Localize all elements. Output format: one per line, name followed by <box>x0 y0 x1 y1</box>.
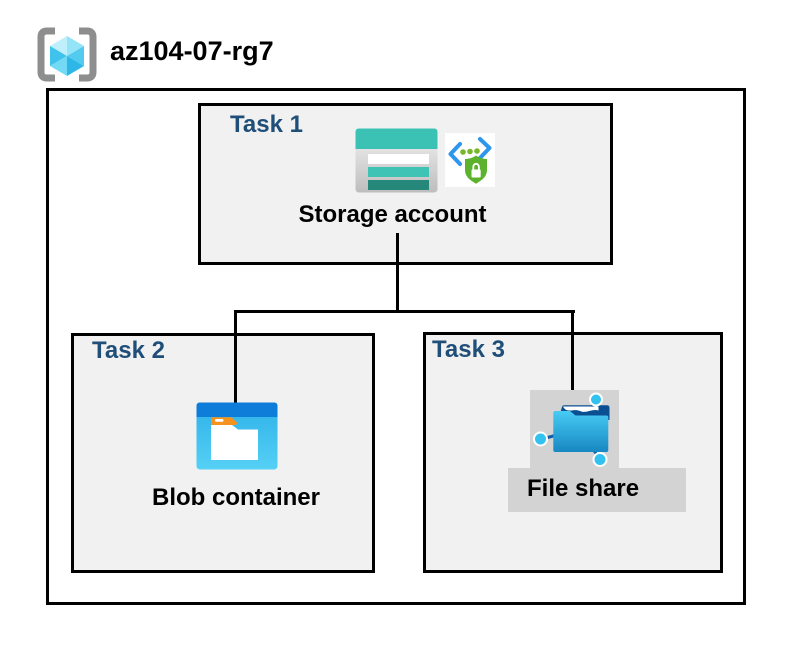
connector-horizontal <box>234 310 575 313</box>
shared-access-signature-icon <box>445 133 495 187</box>
resource-group-name: az104-07-rg7 <box>110 36 274 66</box>
connector-to-file-share <box>571 310 574 392</box>
storage-account-icon <box>355 128 438 193</box>
blob-container-label: Blob container <box>151 484 320 511</box>
task3-label: Task 3 <box>432 336 505 363</box>
file-share-icon <box>533 392 610 467</box>
file-share-label: File share <box>527 475 640 502</box>
connector-storage-stem <box>396 233 399 313</box>
task2-label: Task 2 <box>92 337 165 364</box>
task1-label: Task 1 <box>230 111 303 138</box>
connector-to-blob-container <box>234 310 237 404</box>
storage-account-label: Storage account <box>298 201 487 228</box>
blob-container-icon <box>196 402 278 470</box>
resource-group-icon <box>37 27 97 82</box>
file-share-label-backdrop <box>508 468 686 512</box>
